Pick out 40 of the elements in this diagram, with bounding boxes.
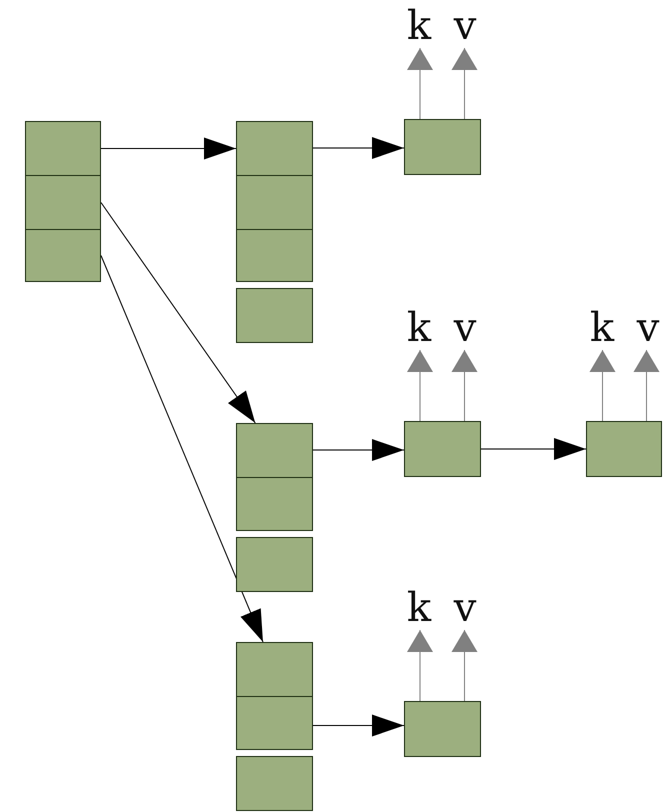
arrow — [452, 48, 478, 120]
array-cell — [236, 288, 313, 343]
text-label: v — [448, 306, 482, 350]
arrow — [407, 630, 433, 702]
text-label: k — [402, 306, 436, 350]
array-cell — [236, 642, 313, 697]
array-cell — [25, 229, 101, 282]
text-label: v — [631, 306, 665, 350]
text-label: v — [448, 586, 482, 630]
arrow — [634, 350, 660, 422]
array-cell — [25, 121, 101, 176]
array-cell — [25, 175, 101, 230]
arrow — [452, 350, 478, 422]
arrow — [452, 630, 478, 702]
array-cell — [236, 423, 313, 478]
arrow — [100, 138, 236, 160]
array-cell — [236, 175, 313, 230]
arrow — [312, 714, 404, 736]
text-label: k — [402, 4, 436, 48]
text-label: k — [585, 306, 619, 350]
arrow — [100, 202, 256, 424]
text-label: v — [448, 4, 482, 48]
array-cell — [236, 229, 313, 282]
arrow — [590, 350, 616, 422]
arrow — [407, 350, 433, 422]
node-box — [586, 421, 662, 477]
arrow — [312, 137, 404, 159]
node-box — [404, 119, 481, 175]
array-cell — [236, 477, 313, 531]
array-cell — [236, 756, 313, 811]
array-cell — [236, 537, 313, 592]
arrow — [480, 438, 586, 460]
text-label: k — [402, 586, 436, 630]
array-cell — [236, 696, 313, 750]
arrow — [407, 48, 433, 120]
node-box — [404, 701, 481, 757]
node-box — [404, 421, 481, 477]
array-cell — [236, 121, 313, 176]
arrow — [100, 255, 264, 642]
arrow — [312, 439, 404, 461]
